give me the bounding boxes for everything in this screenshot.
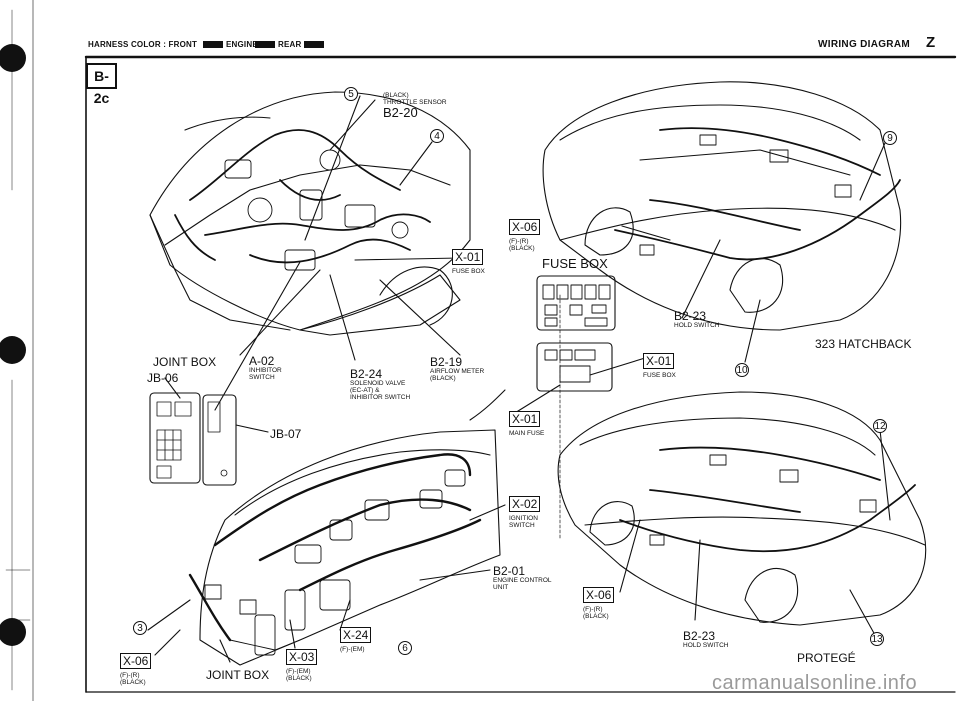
callout-9: 9	[883, 131, 897, 145]
x01-engine-sub: FUSE BOX	[452, 268, 485, 275]
b224-sub: SOLENOID VALVE (EC-AT) & INHIBITOR SWITC…	[350, 380, 411, 401]
x24-code: X-24	[340, 627, 372, 643]
page-code-box: B-2c	[86, 63, 117, 106]
throttle-name: THROTTLE SENSOR	[383, 99, 447, 106]
jb06-label: JB-06	[147, 371, 179, 385]
x03-label: X-03 (F)-(EM) (BLACK)	[286, 648, 318, 682]
x06-bot-label: X-06 (F)-(R) (BLACK)	[120, 652, 152, 686]
b223-bottom-sub: HOLD SWITCH	[683, 642, 729, 649]
x24-sub: (F)-(EM)	[340, 646, 365, 653]
b223-top-label: B2-23 HOLD SWITCH	[674, 310, 720, 329]
x06-mid-label: X-06 (F)-(R) (BLACK)	[583, 586, 615, 620]
watermark: carmanualsonline.info	[712, 672, 918, 694]
x06-bot-code: X-06	[120, 653, 152, 669]
x06-top-color: (F)-(R) (BLACK)	[509, 238, 535, 252]
a02-sub: INHIBITOR SWITCH	[249, 367, 282, 381]
a02-label: A-02 INHIBITOR SWITCH	[249, 355, 282, 381]
x02-sub: IGNITION SWITCH	[509, 515, 538, 529]
x06-mid-code: X-06	[583, 587, 615, 603]
x06-top-label: X-06 (F)-(R) (BLACK)	[509, 218, 541, 252]
x06-mid-sub: (F)-(R) (BLACK)	[583, 606, 609, 620]
fuse-box-title: FUSE BOX	[542, 256, 608, 271]
throttle-color: (BLACK)	[383, 92, 409, 99]
x06-bot-sub: (F)-(R) (BLACK)	[120, 672, 146, 686]
harness-color-legend: HARNESS COLOR : FRONT	[88, 40, 197, 49]
x01-right-label: X-01 FUSE BOX	[643, 352, 676, 379]
page-title: WIRING DIAGRAM	[818, 39, 910, 50]
b201-label: B2-01 ENGINE CONTROL UNIT	[493, 565, 552, 591]
b201-sub: ENGINE CONTROL UNIT	[493, 577, 552, 591]
joint-box-top-label: JOINT BOX	[153, 355, 217, 369]
x01-engine-label: X-01 FUSE BOX	[452, 248, 485, 275]
b223-bottom-code: B2-23	[683, 629, 716, 643]
b224-label: B2-24 SOLENOID VALVE (EC-AT) & INHIBITOR…	[350, 368, 410, 401]
throttle-code: B2-20	[383, 105, 418, 120]
b201-code: B2-01	[493, 564, 526, 578]
b223-top-sub: HOLD SWITCH	[674, 322, 720, 329]
x24-label: X-24 (F)-(EM)	[340, 626, 372, 653]
hatchback-model-label: 323 HATCHBACK	[815, 337, 912, 351]
b223-bottom-label: B2-23 HOLD SWITCH	[683, 630, 729, 649]
callout-13: 13	[870, 632, 884, 646]
callout-10: 10	[735, 363, 749, 377]
x01-right-sub: FUSE BOX	[643, 372, 676, 379]
a02-code: A-02	[249, 354, 275, 368]
callout-12: 12	[873, 419, 887, 433]
x01-main-label: X-01 MAIN FUSE	[509, 410, 544, 437]
throttle-sensor-label: (BLACK) THROTTLE SENSOR B2-20	[383, 92, 447, 119]
b224-code: B2-24	[350, 367, 383, 381]
callout-3: 3	[133, 621, 147, 635]
x02-label: X-02 IGNITION SWITCH	[509, 495, 541, 529]
b219-code: B2-19	[430, 355, 463, 369]
rear-color-label: REAR	[278, 40, 302, 49]
b223-top-code: B2-23	[674, 309, 707, 323]
callout-4: 4	[430, 129, 444, 143]
x01-right-code: X-01	[643, 353, 675, 369]
callout-6: 6	[398, 641, 412, 655]
x03-code: X-03	[286, 649, 318, 665]
jb07-label: JB-07	[270, 427, 302, 441]
b219-sub: AIRFLOW METER (BLACK)	[430, 368, 485, 382]
engine-color-label: ENGINE	[226, 40, 258, 49]
harness-color-label: HARNESS COLOR : FRONT	[88, 40, 198, 49]
x01-main-sub: MAIN FUSE	[509, 430, 545, 437]
x06-top-code: X-06	[509, 219, 541, 235]
b219-label: B2-19 AIRFLOW METER (BLACK)	[430, 356, 484, 382]
section-letter: Z	[926, 34, 936, 51]
joint-box-bottom-label: JOINT BOX	[206, 668, 270, 682]
x01-engine-code: X-01	[452, 249, 484, 265]
x01-main-code: X-01	[509, 411, 541, 427]
x02-code: X-02	[509, 496, 541, 512]
x03-sub: (F)-(EM) (BLACK)	[286, 668, 312, 682]
callout-5: 5	[344, 87, 358, 101]
protege-model-label: PROTEGÉ	[797, 651, 856, 665]
